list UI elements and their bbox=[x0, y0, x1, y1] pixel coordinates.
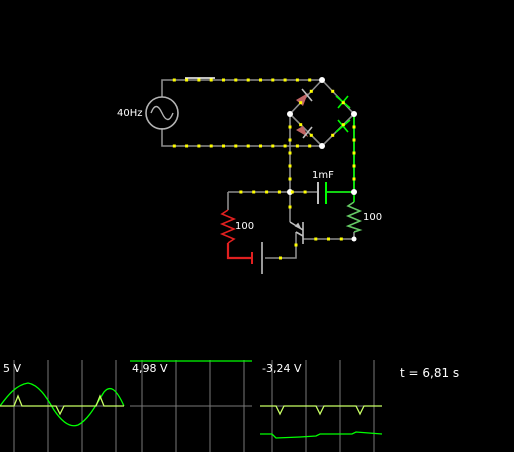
current-dot bbox=[234, 78, 238, 82]
transistor[interactable] bbox=[289, 221, 304, 244]
current-dot bbox=[283, 78, 287, 82]
current-dot bbox=[288, 151, 292, 155]
scope-panel[interactable] bbox=[0, 360, 383, 452]
current-dot bbox=[246, 78, 250, 82]
scope-3-current-trace bbox=[260, 431, 383, 439]
current-dot bbox=[295, 78, 299, 82]
current-dot bbox=[222, 144, 225, 148]
current-dot bbox=[197, 78, 201, 82]
current-dot bbox=[288, 177, 292, 181]
wire-hot-red[interactable] bbox=[226, 243, 252, 260]
current-dot bbox=[327, 237, 330, 241]
current-dot bbox=[341, 123, 345, 127]
resistor-right[interactable] bbox=[345, 201, 363, 233]
scope-2 bbox=[130, 360, 252, 452]
current-dot bbox=[352, 125, 356, 129]
current-dot bbox=[172, 144, 176, 148]
current-dot bbox=[246, 144, 250, 148]
scope-2-value: 4,98 V bbox=[132, 362, 168, 375]
current-dot bbox=[308, 78, 312, 82]
resistor-left[interactable] bbox=[219, 209, 237, 244]
diode-bottom-left bbox=[296, 126, 313, 139]
current-dot bbox=[277, 190, 281, 194]
current-dot bbox=[271, 144, 275, 148]
current-dot bbox=[341, 101, 345, 105]
current-dot bbox=[339, 237, 343, 241]
wire-bottom bbox=[161, 128, 322, 147]
current-dot bbox=[259, 78, 262, 82]
current-dot bbox=[222, 78, 225, 82]
ac-source[interactable] bbox=[145, 96, 179, 130]
current-dot bbox=[259, 144, 262, 148]
current-dot bbox=[352, 164, 356, 168]
junction-nodes bbox=[287, 77, 357, 242]
current-dot bbox=[308, 144, 312, 148]
scope-1-current-trace bbox=[0, 394, 124, 416]
current-dot bbox=[299, 123, 303, 127]
current-dot bbox=[239, 190, 243, 194]
resistor-right-label: 100 bbox=[363, 212, 383, 223]
current-dot bbox=[299, 101, 303, 105]
current-dot bbox=[331, 133, 335, 137]
current-dot bbox=[283, 144, 287, 148]
source-frequency-label: 40Hz bbox=[117, 108, 143, 119]
current-dot bbox=[290, 190, 294, 194]
current-dot bbox=[185, 78, 189, 82]
current-dot bbox=[314, 237, 318, 241]
current-dot bbox=[352, 151, 356, 155]
current-dot bbox=[352, 177, 356, 181]
current-dot bbox=[172, 78, 176, 82]
current-dot bbox=[294, 243, 298, 247]
scope-3-voltage-trace bbox=[260, 405, 382, 416]
current-dot bbox=[265, 190, 269, 194]
current-dot bbox=[279, 256, 282, 260]
diode-top-left bbox=[296, 88, 313, 106]
sine-wave-icon bbox=[150, 105, 174, 121]
current-dot bbox=[234, 144, 238, 148]
capacitor[interactable] bbox=[317, 182, 327, 204]
current-dot bbox=[295, 144, 299, 148]
current-dot bbox=[288, 138, 292, 142]
resistor-left-label: 100 bbox=[235, 221, 255, 232]
current-dot bbox=[252, 190, 256, 194]
current-dot bbox=[271, 78, 275, 82]
diode-bridge[interactable] bbox=[288, 79, 356, 148]
current-dot bbox=[288, 205, 292, 209]
current-dot bbox=[303, 190, 307, 194]
scope-1-voltage-trace bbox=[0, 382, 125, 427]
capacitor-label: 1mF bbox=[312, 170, 334, 181]
wire-base bbox=[265, 232, 297, 259]
scope-3-value: -3,24 V bbox=[262, 362, 302, 375]
current-dot bbox=[309, 133, 313, 137]
current-dot bbox=[288, 125, 292, 129]
current-dot bbox=[352, 138, 356, 142]
wire-top bbox=[161, 79, 322, 97]
current-dot bbox=[209, 144, 213, 148]
scope-1-value: 5 V bbox=[3, 362, 22, 375]
battery[interactable] bbox=[251, 242, 263, 274]
current-dot bbox=[197, 144, 201, 148]
current-dot bbox=[309, 89, 313, 93]
current-dot bbox=[331, 89, 335, 93]
current-dots bbox=[172, 78, 356, 260]
wires[interactable] bbox=[161, 79, 355, 259]
time-readout: t = 6,81 s bbox=[400, 366, 460, 380]
current-dot bbox=[209, 78, 213, 82]
current-dot bbox=[185, 144, 189, 148]
current-dot bbox=[288, 164, 292, 168]
